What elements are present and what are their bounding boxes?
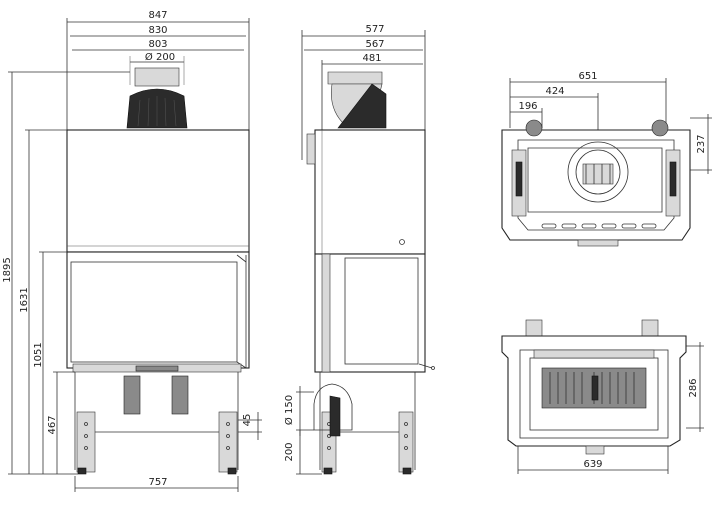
top-width-label: 651 (578, 71, 597, 82)
front-base-width-label: 757 (148, 477, 167, 488)
front-height-body-label: 1631 (19, 287, 30, 312)
front-height-base-label: 1051 (33, 342, 44, 367)
front-leg-right (218, 411, 238, 473)
side-depth-outer-label: 577 (365, 24, 384, 35)
top-air-intake-left (525, 119, 543, 137)
top-flue-x-label: 424 (545, 86, 564, 97)
front-leg-plate-label: 45 (242, 414, 253, 427)
top-housing (501, 129, 691, 241)
front-flue-collar (134, 67, 180, 87)
bottom-view: 286 639 (501, 319, 704, 474)
front-width-mid-label: 830 (148, 25, 167, 36)
side-glass (344, 257, 419, 365)
front-height-total-label: 1895 (2, 257, 13, 282)
top-view: 651 424 196 237 (501, 71, 712, 247)
top-depth-label: 237 (696, 134, 707, 153)
side-flue-casting (337, 83, 387, 129)
front-glass (70, 261, 238, 363)
top-flue-ring (567, 141, 629, 203)
side-air-diameter-label: Ø 150 (283, 395, 295, 425)
side-flue-offset-label: 481 (362, 53, 381, 64)
side-upper-housing (314, 129, 426, 255)
front-door-frame (66, 251, 250, 369)
front-width-outer-label: 847 (148, 10, 167, 21)
side-depth-mid-label: 567 (365, 39, 384, 50)
front-leg-left (76, 411, 96, 473)
front-view: 847 830 803 Ø 200 (2, 10, 262, 492)
side-air-height-label: 200 (284, 442, 295, 461)
side-door-frame (314, 253, 426, 373)
bottom-width-label: 639 (583, 459, 602, 470)
side-view: 577 567 481 Ø 150 (283, 24, 435, 475)
front-flue-diameter-label: Ø 200 (145, 51, 175, 63)
front-ash-bracket-left (123, 375, 141, 415)
side-air-intake (313, 383, 353, 431)
front-height-legs-label: 467 (47, 415, 58, 434)
front-ash-bracket-right (171, 375, 189, 415)
bottom-depth-label: 286 (688, 378, 699, 397)
top-air-x-label: 196 (518, 101, 537, 112)
top-air-intake-right (651, 119, 669, 137)
front-upper-housing (66, 129, 250, 253)
front-width-inner-label: 803 (148, 39, 167, 50)
side-leg-right (398, 411, 414, 473)
